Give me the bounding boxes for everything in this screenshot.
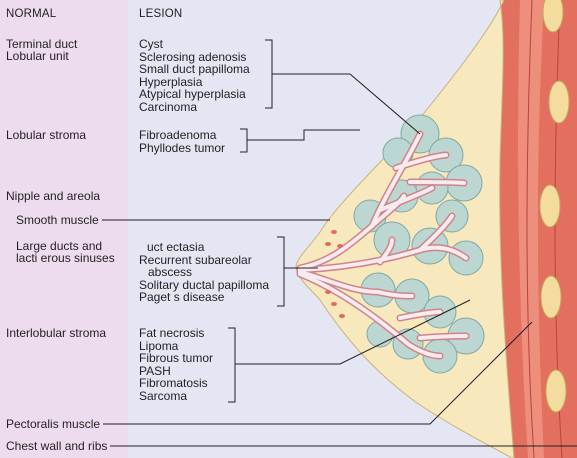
lesion-item: Hyperplasia <box>139 74 203 89</box>
leader-lobular-stroma <box>247 129 360 141</box>
label-terminal-duct: Terminal duct <box>6 37 78 51</box>
label-lactiferous-sinuses: lacti erous sinuses <box>16 251 115 265</box>
lesion-header: LESION <box>139 8 183 20</box>
label-smooth-muscle: Smooth muscle <box>16 213 99 227</box>
lesion-item: Fibromatosis <box>139 376 208 390</box>
label-large-ducts: Large ducts and <box>16 239 103 253</box>
lesion-item: Small duct papilloma <box>139 62 250 76</box>
rib <box>545 369 567 413</box>
lesion-item: Sclerosing adenosis <box>139 49 247 64</box>
lesions-interlobular-stroma: Fat necrosis Lipoma Fibrous tumor PASH F… <box>139 327 213 402</box>
label-lobular-unit: Lobular unit <box>6 49 69 63</box>
lesion-item: Fibrous tumor <box>139 351 214 365</box>
lesion-item: PASH <box>139 363 171 378</box>
lesion-item: Sarcoma <box>139 388 188 403</box>
lesion-item: Carcinoma <box>139 99 198 114</box>
lesion-item: Lipoma <box>139 338 179 353</box>
leader-pectoralis <box>103 321 533 425</box>
normal-header: NORMAL <box>6 8 57 20</box>
label-chest-wall: Chest wall and ribs <box>6 439 108 453</box>
lesion-item: Phyllodes tumor <box>139 140 226 155</box>
normal-column-band <box>0 0 128 458</box>
bracket-interlobular-stroma <box>228 327 236 403</box>
lesions-terminal-duct: Cyst Sclerosing adenosis Small duct papi… <box>139 38 250 113</box>
lesion-item: Paget s disease <box>139 290 225 304</box>
lesions-large-ducts: uct ectasia Recurrent subareolar abscess… <box>139 241 269 304</box>
lesion-item: Atypical hyperplasia <box>139 87 246 101</box>
lesion-item: Solitary ductal papilloma <box>139 277 270 292</box>
lesion-item: Fibroadenoma <box>139 128 217 142</box>
label-lobular-stroma: Lobular stroma <box>6 128 87 142</box>
leader-interlobular-stroma <box>235 299 471 365</box>
muscle-fascia-line <box>526 0 535 458</box>
lesion-item: Recurrent subareolar <box>139 252 252 267</box>
leader-terminal-duct <box>272 73 421 135</box>
rib <box>539 184 561 228</box>
rib <box>540 275 562 319</box>
lesion-item: abscess <box>148 265 193 279</box>
duct-system <box>296 130 470 360</box>
smooth-muscle-dots <box>325 230 345 318</box>
lesion-item: Cyst <box>139 37 163 51</box>
label-nipple-areola: Nipple and areola <box>6 189 101 203</box>
rib <box>548 80 570 124</box>
bracket-large-ducts <box>277 236 285 307</box>
lesions-lobular-stroma: Fibroadenoma Phyllodes tumor <box>139 129 225 154</box>
leader-lines <box>102 39 577 447</box>
label-pectoralis-muscle: Pectoralis muscle <box>6 417 101 431</box>
rib <box>542 0 564 33</box>
pectoralis-muscle-layer <box>518 0 544 458</box>
lesion-item: uct ectasia <box>147 240 205 254</box>
label-interlobular-stroma: Interlobular stroma <box>6 326 107 340</box>
lesion-item: Fat necrosis <box>139 326 205 340</box>
